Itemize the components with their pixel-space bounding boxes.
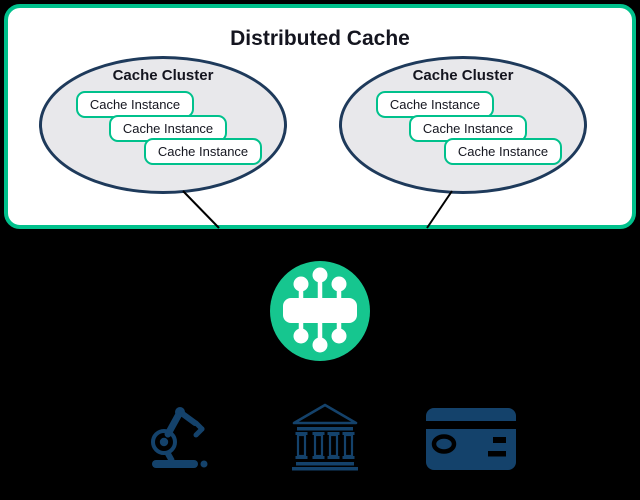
cache-cluster-right: Cache Cluster Cache Instance Cache Insta…: [339, 56, 587, 194]
cache-instance: Cache Instance: [144, 138, 262, 165]
cache-instance: Cache Instance: [409, 115, 527, 142]
cache-instance: Cache Instance: [376, 91, 494, 118]
cache-cluster-left: Cache Cluster Cache Instance Cache Insta…: [39, 56, 287, 194]
hub-bar: [283, 298, 357, 323]
hub-stems: [298, 275, 342, 345]
diagram-title: Distributed Cache: [230, 27, 410, 50]
cache-cluster-label: Cache Cluster: [412, 67, 514, 84]
robotic-arm-icon: [151, 407, 208, 468]
hub-circle: [270, 261, 370, 361]
bank-icon: [292, 403, 358, 471]
cache-cluster-label: Cache Cluster: [112, 67, 214, 84]
credit-card-icon: [426, 408, 516, 470]
cache-instance: Cache Instance: [444, 138, 562, 165]
hub-nodes: [293, 267, 347, 353]
cache-instance: Cache Instance: [76, 91, 194, 118]
